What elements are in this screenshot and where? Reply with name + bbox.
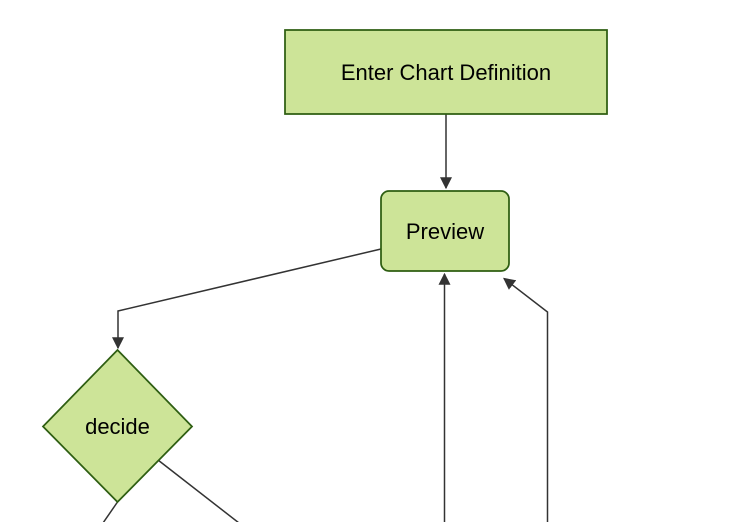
edge-preview-to-decide — [112, 248, 382, 350]
node-decide-shape — [41, 348, 194, 504]
node-decide-label: decide — [85, 414, 150, 439]
node-preview: Preview — [380, 190, 510, 272]
node-preview-shape — [380, 190, 510, 272]
node-enter-chart-definition: Enter Chart Definition — [284, 29, 608, 115]
node-preview-label: Preview — [406, 219, 484, 244]
edge-decide-to-offscreen-bottom-right — [157, 459, 239, 522]
node-enter-chart-definition-label: Enter Chart Definition — [341, 60, 551, 85]
edge-offscreen-bottom-right-to-preview — [503, 277, 549, 522]
edge-decide-to-offscreen-bottom-left — [102, 501, 119, 522]
node-decide: decide — [41, 348, 194, 504]
node-enter-chart-definition-shape — [284, 29, 608, 115]
